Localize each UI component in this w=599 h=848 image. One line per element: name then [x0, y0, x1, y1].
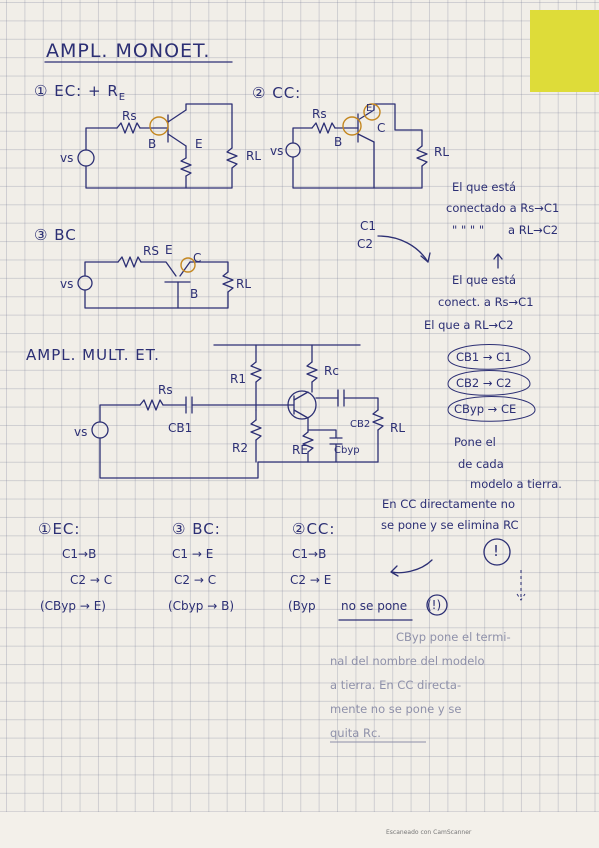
bc-c: C — [193, 251, 202, 265]
faint-note-5: quita Rc. — [330, 726, 381, 740]
bc-rs: RS — [143, 244, 159, 258]
bang-mark: ! — [493, 542, 501, 560]
handwritten-drawings — [44, 61, 536, 743]
note-top-1: El que está — [452, 180, 517, 194]
list-bc-title: ③ BC: — [172, 520, 221, 538]
left-arrow — [390, 559, 433, 577]
cc-src: vs — [270, 144, 284, 158]
scanner-footer: Escaneado con CamScanner — [386, 829, 472, 836]
cc-title: ② CC: — [252, 84, 302, 102]
multi-src: vs — [74, 425, 88, 439]
multi-circuit — [91, 344, 384, 479]
notebook-page: AMPL. MONOET. ① EC: + RE Rs B E RL vs ② … — [0, 0, 599, 812]
note-top-3: " " " " — [452, 223, 485, 237]
multi-r1: R1 — [230, 372, 246, 386]
multi-rl: RL — [390, 421, 406, 435]
list-cc-2: C2 → E — [290, 573, 332, 587]
note-mid-2: conect. a Rs→C1 — [438, 295, 534, 309]
up-arrow — [493, 253, 503, 269]
multi-rc: Rc — [324, 364, 339, 378]
list-cc-3c: (!) — [427, 598, 442, 612]
cc-rs: Rs — [312, 107, 327, 121]
note-top-4: a RL→C2 — [508, 223, 559, 237]
bc-src: vs — [60, 277, 74, 291]
cc-circuit — [285, 103, 428, 189]
bc-title: ③ BC — [34, 226, 77, 244]
faint-note-2: nal del nombre del modelo — [330, 654, 485, 668]
note-cc-2: se pone y se elimina RC — [381, 518, 519, 532]
cc-c: C — [377, 121, 386, 135]
ec-title: ① EC: + RE — [34, 84, 126, 103]
ec-rl: RL — [246, 149, 262, 163]
list-cc-3: (Byp — [288, 599, 316, 613]
list-ec-1: C1→B — [62, 547, 97, 561]
sticky-note — [530, 10, 599, 92]
ec-rs: Rs — [122, 109, 137, 123]
multi-cb1: CB1 — [168, 421, 193, 435]
faint-note-1: CByp pone el termi- — [396, 630, 511, 644]
heading-mono: AMPL. MONOET. — [46, 40, 211, 62]
note-pone-3: modelo a tierra. — [470, 477, 562, 491]
note-pone-2: de cada — [458, 457, 504, 471]
note-cc-1: En CC directamente no — [382, 497, 515, 511]
cap-2: CB2 → C2 — [456, 376, 512, 390]
ec-e: E — [195, 137, 203, 151]
cap-3: CByp → CE — [454, 402, 517, 416]
curved-arrow — [377, 235, 429, 263]
bc-rl: RL — [236, 277, 252, 291]
list-cc-1: C1→B — [292, 547, 327, 561]
ec-title-main: ① EC: + R — [34, 82, 119, 100]
small-bang-circle — [426, 594, 448, 616]
bc-e: E — [165, 243, 173, 257]
note-mid-3: El que a RL→C2 — [424, 318, 514, 332]
down-arrow — [516, 570, 526, 601]
multi-rs: Rs — [158, 383, 173, 397]
list-bc-3: (Cbyp → B) — [168, 599, 234, 613]
list-bc-2: C2 → C — [174, 573, 217, 587]
list-ec-title: ①EC: — [38, 520, 81, 538]
faint-note-4: mente no se pone y se — [330, 702, 462, 716]
cc-rl: RL — [434, 145, 450, 159]
bc-circuit — [77, 256, 234, 309]
list-bc-1: C1 → E — [172, 547, 214, 561]
list-ec-2: C2 → C — [70, 573, 113, 587]
multi-cbyp: Cbyp — [334, 445, 360, 456]
note-c1: C1 — [360, 219, 377, 233]
arrow-head — [420, 252, 431, 263]
cap-scribble-3 — [447, 396, 536, 422]
faint-note-3: a tierra. En CC directa- — [330, 678, 462, 692]
cap-1: CB1 → C1 — [456, 350, 512, 364]
multi-r2: R2 — [232, 441, 248, 455]
multi-cb2: CB2 — [350, 419, 371, 430]
list-ec-3: (CByp → E) — [40, 599, 106, 613]
bang-circle — [483, 538, 511, 566]
multi-re: RE — [292, 443, 308, 457]
cap-scribble-1 — [447, 344, 531, 370]
ec-title-sub: E — [118, 92, 127, 103]
cap-scribble-2 — [447, 370, 531, 396]
list-cc-3b: no se pone — [341, 599, 408, 613]
cc-b: B — [334, 135, 343, 149]
cc-e: E — [366, 103, 373, 114]
note-pone-1: Pone el — [454, 435, 496, 449]
heading-multi: AMPL. MULT. ET. — [26, 346, 160, 364]
ec-src: vs — [60, 151, 74, 165]
ec-b: B — [148, 137, 157, 151]
bc-b: B — [190, 287, 199, 301]
note-c2: C2 — [357, 237, 374, 251]
ec-circuit — [77, 103, 238, 189]
list-cc-title: ②CC: — [292, 520, 336, 538]
note-top-2: conectado a Rs→C1 — [446, 201, 560, 215]
note-mid-1: El que está — [452, 273, 517, 287]
